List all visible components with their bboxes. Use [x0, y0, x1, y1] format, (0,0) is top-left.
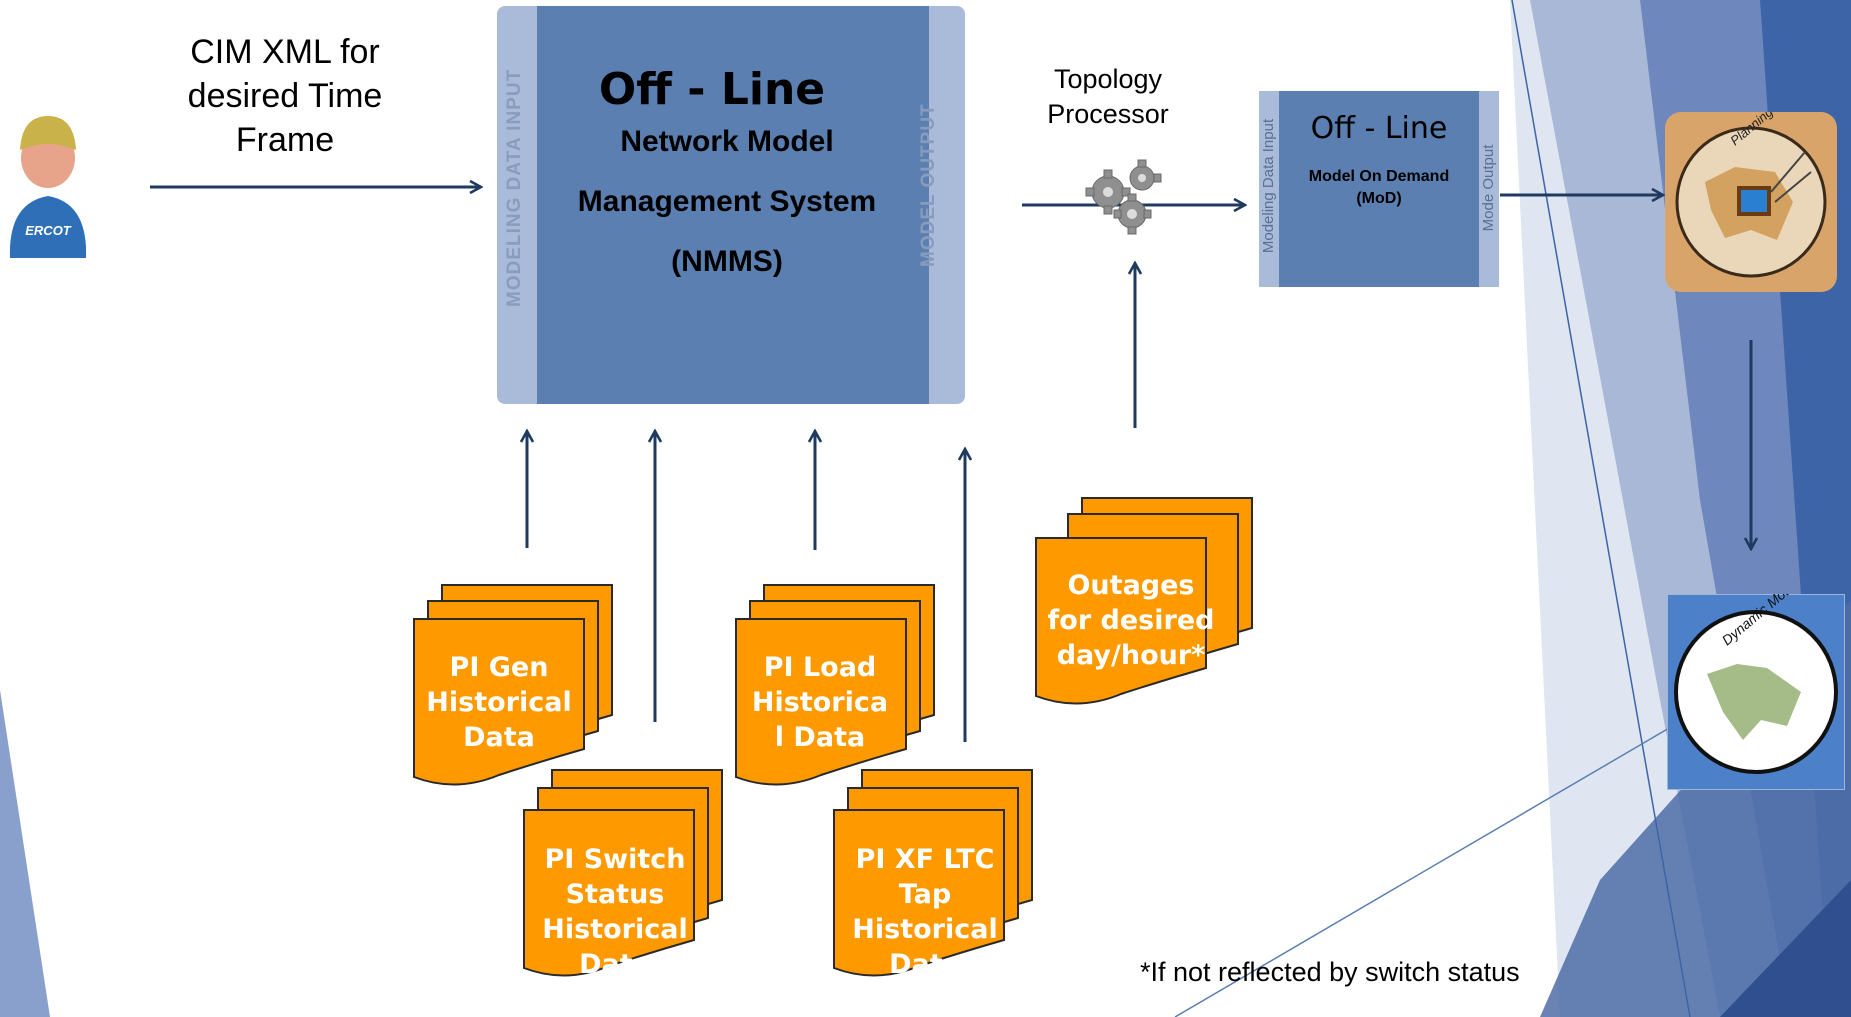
outages-doc-label: Outages for desired day/hour* [1047, 570, 1215, 671]
gears-icon [1085, 159, 1162, 235]
dynamic-model-logo-icon: Dynamic Model [1667, 594, 1845, 790]
pi-gen-doc-label: PI Gen Historical Data [426, 652, 572, 753]
nmms-box [497, 6, 965, 404]
pi-xf-doc-label: PI XF LTC Tap Historical Data [852, 844, 998, 980]
nmms-box-body [537, 6, 929, 404]
mod-title: Off - Line [1310, 111, 1448, 146]
planning-model-logo-icon: Planning Model [1665, 112, 1837, 292]
nmms-title: Off - Line [598, 64, 826, 115]
mod-box-body [1279, 91, 1479, 287]
ercot-logo-text: ERCOT [25, 223, 72, 238]
nmms-line2: Management System [577, 185, 877, 218]
footnote: *If not reflected by switch status [1140, 957, 1520, 987]
cim-xml-label: CIM XML for desired Time Frame [187, 33, 383, 159]
user-avatar-icon: ERCOT [9, 116, 87, 258]
mod-line2: (MoD) [1356, 190, 1402, 207]
pi-switch-doc-label: PI Switch Status Historical Data [542, 844, 688, 980]
nmms-line3: (NMMS) [671, 245, 783, 278]
mod-box [1259, 91, 1499, 287]
mod-line1: Model On Demand [1308, 168, 1450, 185]
nmms-line1: Network Model [620, 125, 834, 158]
topology-processor-label: Topology Processor [1047, 64, 1169, 129]
pi-load-doc-label: PI Load Historica l Data [751, 652, 889, 753]
